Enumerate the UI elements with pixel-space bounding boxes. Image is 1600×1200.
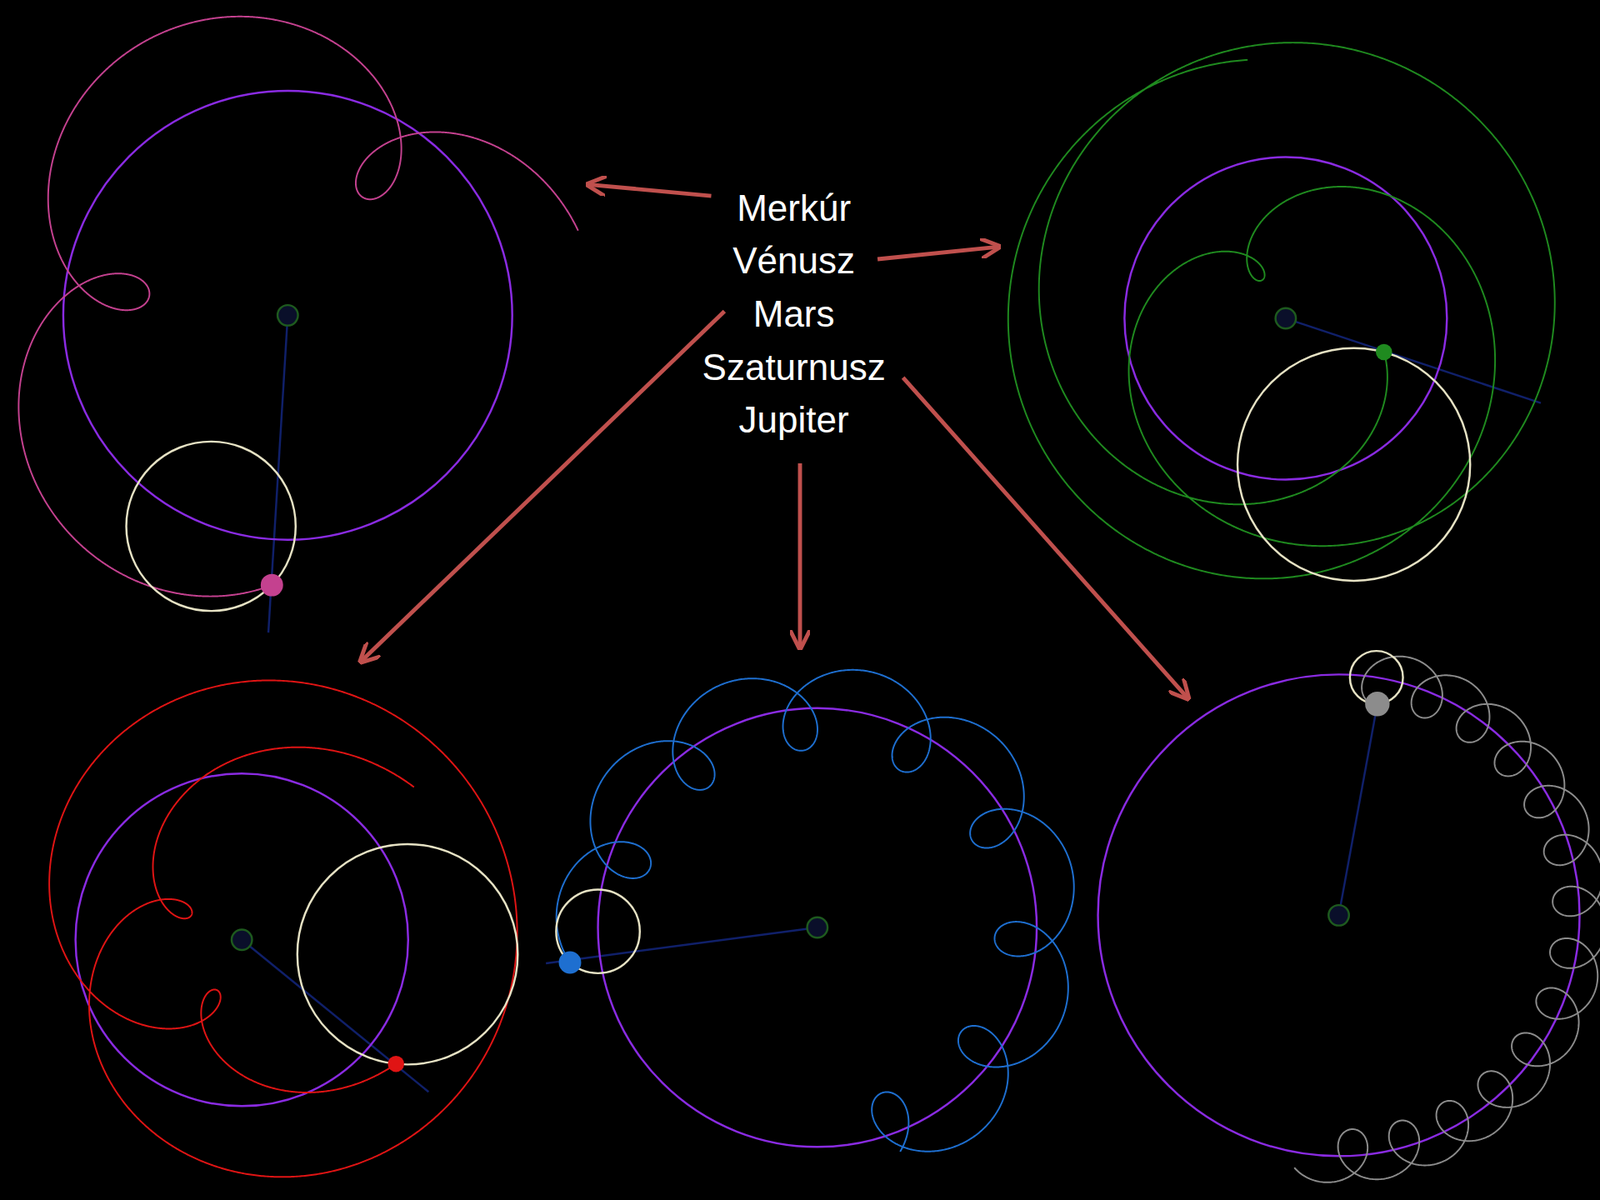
orbit-trace xyxy=(556,670,1075,1152)
earth-center xyxy=(1328,905,1349,925)
radius-line xyxy=(241,940,429,1092)
orbit-trace xyxy=(1008,42,1555,579)
pointer-arrow xyxy=(903,377,1187,697)
deferent-circle xyxy=(1098,674,1580,1156)
earth-center xyxy=(231,930,252,950)
radius-line xyxy=(1339,704,1378,916)
pointer-arrow xyxy=(798,463,803,646)
pointer-arrow xyxy=(590,185,712,196)
epicycle-panel xyxy=(49,680,518,1177)
pointer-arrow xyxy=(362,310,725,660)
pointer-arrow xyxy=(877,246,997,260)
earth-center xyxy=(807,917,828,938)
epicycle-circle xyxy=(1237,348,1470,581)
planet-dot xyxy=(260,574,284,597)
planet-dot xyxy=(1375,344,1393,361)
epicycle-panel xyxy=(545,670,1075,1152)
epicycle-panel xyxy=(1008,42,1555,581)
planet-name: Mars xyxy=(627,287,961,341)
epicycle-circle xyxy=(126,441,296,611)
epicycle-panel xyxy=(18,16,578,633)
earth-center xyxy=(277,305,298,325)
deferent-circle xyxy=(598,708,1038,1148)
radius-line xyxy=(545,927,818,964)
deferent-circle xyxy=(75,773,409,1106)
planet-name: Merkúr xyxy=(627,181,961,235)
planet-name: Szaturnusz xyxy=(627,340,961,395)
deferent-circle xyxy=(63,90,513,540)
planet-dot xyxy=(559,950,582,974)
orbit-trace xyxy=(1294,656,1600,1183)
epicycle-panel xyxy=(1098,650,1600,1183)
orbit-trace xyxy=(49,680,517,1177)
radius-line xyxy=(1285,318,1541,404)
planet-dot xyxy=(387,1055,405,1073)
epicycle-circle xyxy=(297,844,518,1065)
planet-dot xyxy=(1365,691,1390,716)
epicycle-circle xyxy=(555,889,640,973)
orbit-trace xyxy=(18,16,578,597)
deferent-circle xyxy=(1124,157,1447,480)
earth-center xyxy=(1275,308,1296,329)
planet-name: Jupiter xyxy=(627,393,961,447)
planet-name: Vénusz xyxy=(627,234,961,288)
